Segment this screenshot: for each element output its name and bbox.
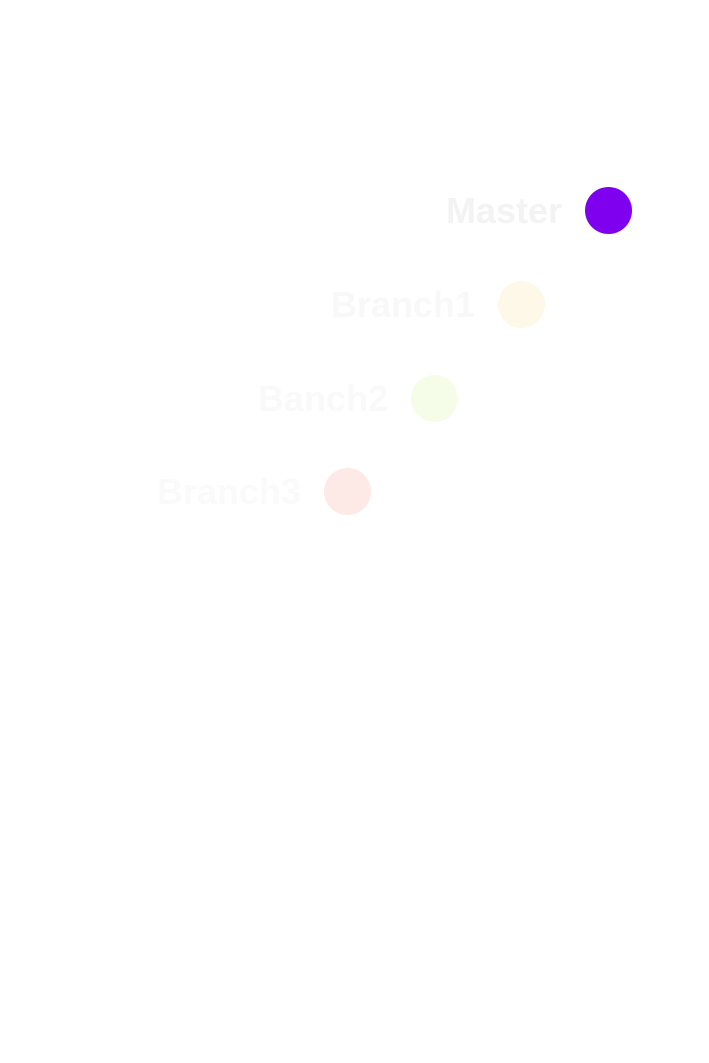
node-branch2: Banch2 bbox=[126, 375, 458, 422]
node-circle bbox=[585, 187, 632, 234]
node-circle bbox=[411, 375, 458, 422]
node-label: Master bbox=[445, 189, 562, 231]
node-label: Branch3 bbox=[156, 470, 301, 512]
node-circle bbox=[324, 468, 371, 515]
node-branch3: Branch3 bbox=[39, 468, 371, 515]
node-branch1: Branch1 bbox=[213, 281, 545, 328]
node-master: Master bbox=[300, 187, 632, 234]
node-circle bbox=[498, 281, 545, 328]
node-label: Banch2 bbox=[257, 377, 388, 419]
node-label: Branch1 bbox=[330, 283, 475, 325]
